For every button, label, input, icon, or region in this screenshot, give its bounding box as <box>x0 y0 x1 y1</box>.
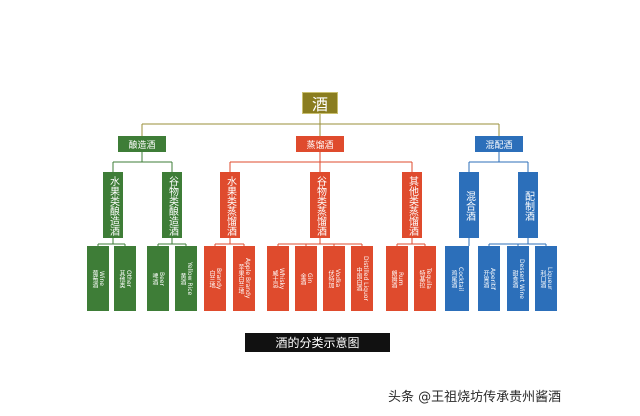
leaf-label: 朗姆酒 <box>390 269 397 288</box>
category-fermented: 酿造酒 <box>118 136 166 152</box>
leaf-label-en: Yellow Rice <box>186 261 193 296</box>
subcategory-label: 水果类蒸馏酒 <box>224 176 236 236</box>
subcategory-blended: 混合酒 <box>459 172 479 238</box>
subcategory-label: 谷物类酿造酒 <box>166 176 178 236</box>
leaf-label-en: Aperitif <box>489 267 496 290</box>
leaf-label: 鸡尾酒 <box>450 269 457 288</box>
leaf-label-en: Apple Brandy <box>244 258 251 299</box>
leaf-label-en: Cocktail <box>457 266 464 291</box>
leaf-label: 中国白酒 <box>355 266 362 291</box>
subcategory-label: 谷物类蒸馏酒 <box>314 176 326 236</box>
subcategory-grain-distilled: 谷物类蒸馏酒 <box>310 172 330 238</box>
leaf-label-en: Tequila <box>425 268 432 289</box>
watermark: 头条 @王祖烧坊传承贵州酱酒 <box>388 390 562 405</box>
subcategory-fruit-distilled: 水果类蒸馏酒 <box>220 172 240 238</box>
root-node: 酒 <box>302 92 338 114</box>
subcategory-label: 配制酒 <box>522 191 534 221</box>
subcategory-fruit-fermented: 水果类酿造酒 <box>103 172 123 238</box>
leaf-label: 伏特加 <box>327 269 334 288</box>
leaf-label: 金酒 <box>299 272 306 285</box>
category-mixed: 混配酒 <box>475 136 523 152</box>
leaf-label: 利口酒 <box>539 269 546 288</box>
leaf-label-en: Gin <box>306 273 313 284</box>
leaf-label-en: Other <box>125 269 132 288</box>
fermented-connectors <box>97 152 187 246</box>
leaf-label: 葡萄酒 <box>91 269 98 288</box>
subcategory-compounded: 配制酒 <box>518 172 538 238</box>
leaf-label: 黄酒 <box>179 272 186 285</box>
leaf-label: 甜食酒 <box>511 269 518 288</box>
leaf-label-en: Whisky <box>278 267 285 290</box>
leaf-label: 开胃酒 <box>482 269 489 288</box>
category-distilled: 蒸馏酒 <box>296 136 344 152</box>
leaf-label-en: Dessert Wine <box>518 258 525 299</box>
subcategory-other-distilled: 其他类蒸馏酒 <box>402 172 422 238</box>
leaf-label-en: Rum <box>397 271 404 286</box>
leaf-label-en: Brandy <box>215 267 222 290</box>
subcategory-grain-fermented: 谷物类酿造酒 <box>162 172 182 238</box>
leaf-label: 白兰地 <box>208 269 215 288</box>
leaf-label: 威士忌 <box>271 269 278 288</box>
leaf-label: 其他类 <box>118 269 125 288</box>
distilled-connectors <box>214 152 426 246</box>
root-connectors <box>141 114 500 136</box>
subcategory-label: 水果类酿造酒 <box>107 176 119 236</box>
leaf-label: 特基拉 <box>418 269 425 288</box>
mixed-connectors <box>468 152 547 246</box>
leaf-label-en: Vodka <box>334 269 341 288</box>
diagram-caption: 酒的分类示意图 <box>245 333 390 352</box>
leaf-label-en: Wine <box>98 271 105 286</box>
subcategory-label: 混合酒 <box>463 191 475 221</box>
leaf-label: 啤酒 <box>151 272 158 285</box>
subcategory-label: 其他类蒸馏酒 <box>406 176 418 236</box>
leaf-label: 苹果白兰地 <box>237 263 244 294</box>
leaf-label-en: Distilled Liquor <box>362 256 369 301</box>
leaf-label-en: Beer <box>158 271 165 286</box>
leaf-label-en: Liqueur <box>546 267 553 290</box>
